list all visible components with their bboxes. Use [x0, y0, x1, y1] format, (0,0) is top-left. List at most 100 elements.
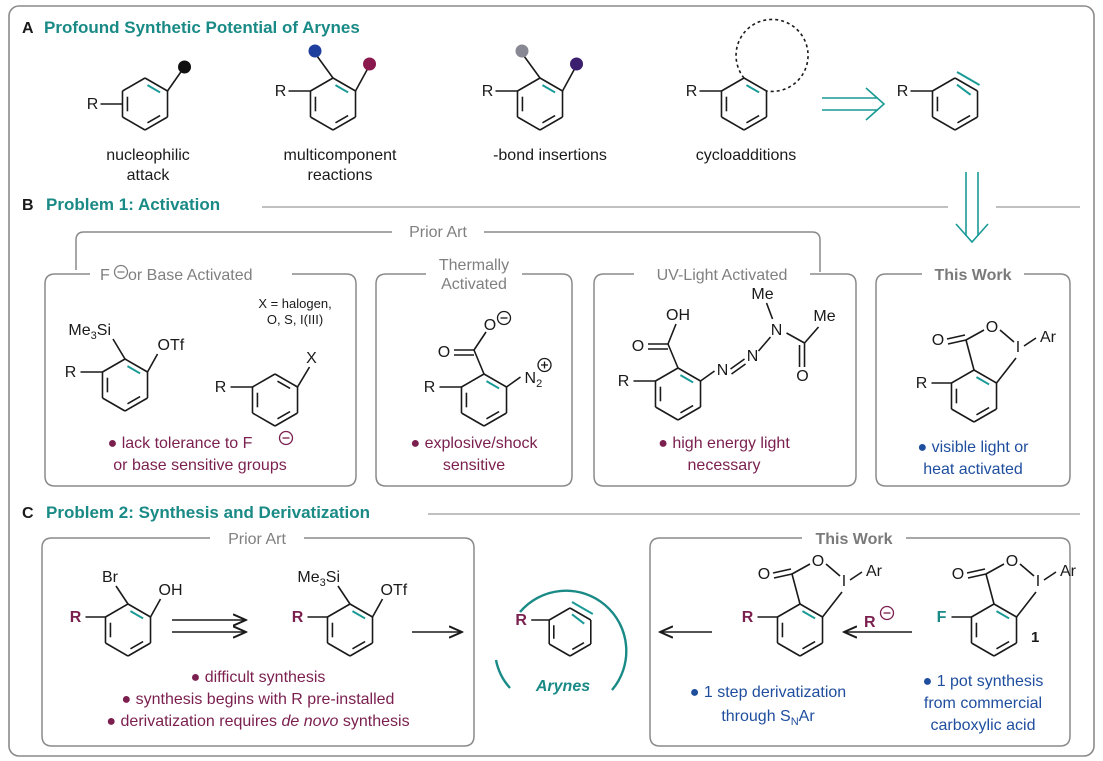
bond-line [316, 55, 334, 79]
grey-dot [515, 44, 529, 58]
section-a-title: Profound Synthetic Potential of Arynes [44, 18, 360, 37]
me3si-group: Me3Si [297, 569, 340, 589]
bond-line [967, 573, 987, 579]
ring-bond [973, 369, 997, 384]
blue-dot [308, 44, 322, 58]
nucleophile-dot [178, 60, 192, 74]
iodine-atom: I [1016, 339, 1020, 356]
atom-label: R [686, 83, 698, 100]
bond-line [947, 339, 967, 345]
ring-double-bond [352, 640, 366, 650]
bond-line [1019, 563, 1035, 577]
bond-line [371, 598, 384, 618]
carbonyl-o: O [632, 338, 644, 355]
c-bullet1: ● difficult synthesis [191, 669, 326, 686]
ring-bond [102, 397, 126, 412]
ring-bond [951, 369, 975, 384]
box1-title-rest: or Base Activated [128, 267, 253, 284]
ring-double-bond [127, 395, 141, 405]
dashed-ring-arc [735, 18, 809, 93]
ring-bond [993, 642, 1017, 657]
bond-line [149, 598, 162, 618]
r-group-this-work: R [916, 375, 928, 392]
bond-line [773, 573, 793, 579]
box2-bullet2: sensitive [443, 457, 505, 474]
ring-bond [332, 77, 356, 92]
lactone-o: O [986, 319, 998, 336]
ring-bond [655, 367, 679, 382]
bond-line [473, 331, 487, 351]
ring-bond [951, 408, 975, 423]
azo-n1: N [717, 362, 729, 379]
aryne-bond [745, 84, 760, 94]
lactone-o: O [1006, 553, 1018, 570]
aryne-bond [351, 610, 366, 620]
box-fluoride-base [44, 273, 357, 487]
ring-bond [124, 358, 148, 373]
hydroxyl-group: OH [159, 582, 183, 599]
prior-art-bracket-right [484, 231, 821, 272]
ring-bond [971, 642, 995, 657]
ring-double-bond [335, 114, 349, 124]
lactone-carbonyl-o: O [932, 332, 944, 349]
box2-title2: Activated [441, 276, 507, 293]
lactone-carbonyl-o: O [758, 566, 770, 583]
bond-line [523, 55, 541, 79]
ring-bond [973, 408, 997, 423]
aryne-bond [129, 610, 144, 620]
bond-line [791, 563, 811, 575]
prior-art-label-b: Prior Art [409, 224, 467, 241]
retro-arrow-down [955, 172, 989, 244]
box1-minus-charge [113, 264, 129, 280]
diazonium-charge [537, 357, 552, 373]
ring-bond [569, 643, 592, 657]
amide-o: O [796, 368, 808, 385]
ring-double-bond [277, 410, 291, 420]
ring-bond [252, 412, 276, 427]
bond-line [966, 568, 986, 574]
me3si-group: Me3Si [68, 322, 111, 342]
lactone-o: O [812, 553, 824, 570]
ring-bond [932, 77, 956, 92]
diazonium-group: N2 [525, 370, 543, 390]
c-right-bullet2-line2: from commercial [924, 695, 1042, 712]
caption-bond-insertions: -bond insertions [493, 147, 607, 164]
ring-bond [127, 603, 151, 618]
bond-line [730, 358, 745, 370]
bond-line [731, 363, 746, 375]
lactone-carbonyl-o: O [952, 566, 964, 583]
ring-double-bond [957, 114, 971, 124]
maroon-dot [363, 57, 377, 71]
atom-label: R [65, 364, 77, 381]
ring-double-bond [571, 641, 585, 651]
compound-number: 1 [1031, 629, 1039, 646]
bond-line [786, 332, 805, 344]
box-thermal [375, 273, 573, 487]
ring-bond [461, 412, 485, 427]
ring-bond [483, 412, 507, 427]
ring-bond [569, 607, 592, 621]
c-bullet2: ● synthesis begins with R pre-installed [122, 691, 395, 708]
bond-line [700, 370, 715, 382]
r-group-prior: R [292, 609, 304, 626]
ring-double-bond [486, 410, 500, 420]
ring-bond [677, 406, 701, 421]
ring-bond [799, 642, 823, 657]
box2-title1: Thermally [439, 257, 509, 274]
bond-line [999, 329, 1015, 343]
bond-line [146, 353, 159, 373]
bond-line [849, 571, 863, 581]
ring-bond [310, 77, 334, 92]
bond-line [821, 591, 843, 618]
caption-attack: attack [127, 167, 171, 184]
ring-bond [349, 603, 373, 618]
ring-bond [105, 603, 129, 618]
atom-label: R [87, 96, 99, 113]
bond-line [791, 573, 801, 605]
aryne-bond [956, 83, 972, 96]
c-right-bullet2-line3: carboxylic acid [931, 717, 1036, 734]
prior-art-bracket-left [75, 231, 392, 270]
ring-bond [105, 642, 129, 657]
bond-line [1023, 337, 1037, 347]
